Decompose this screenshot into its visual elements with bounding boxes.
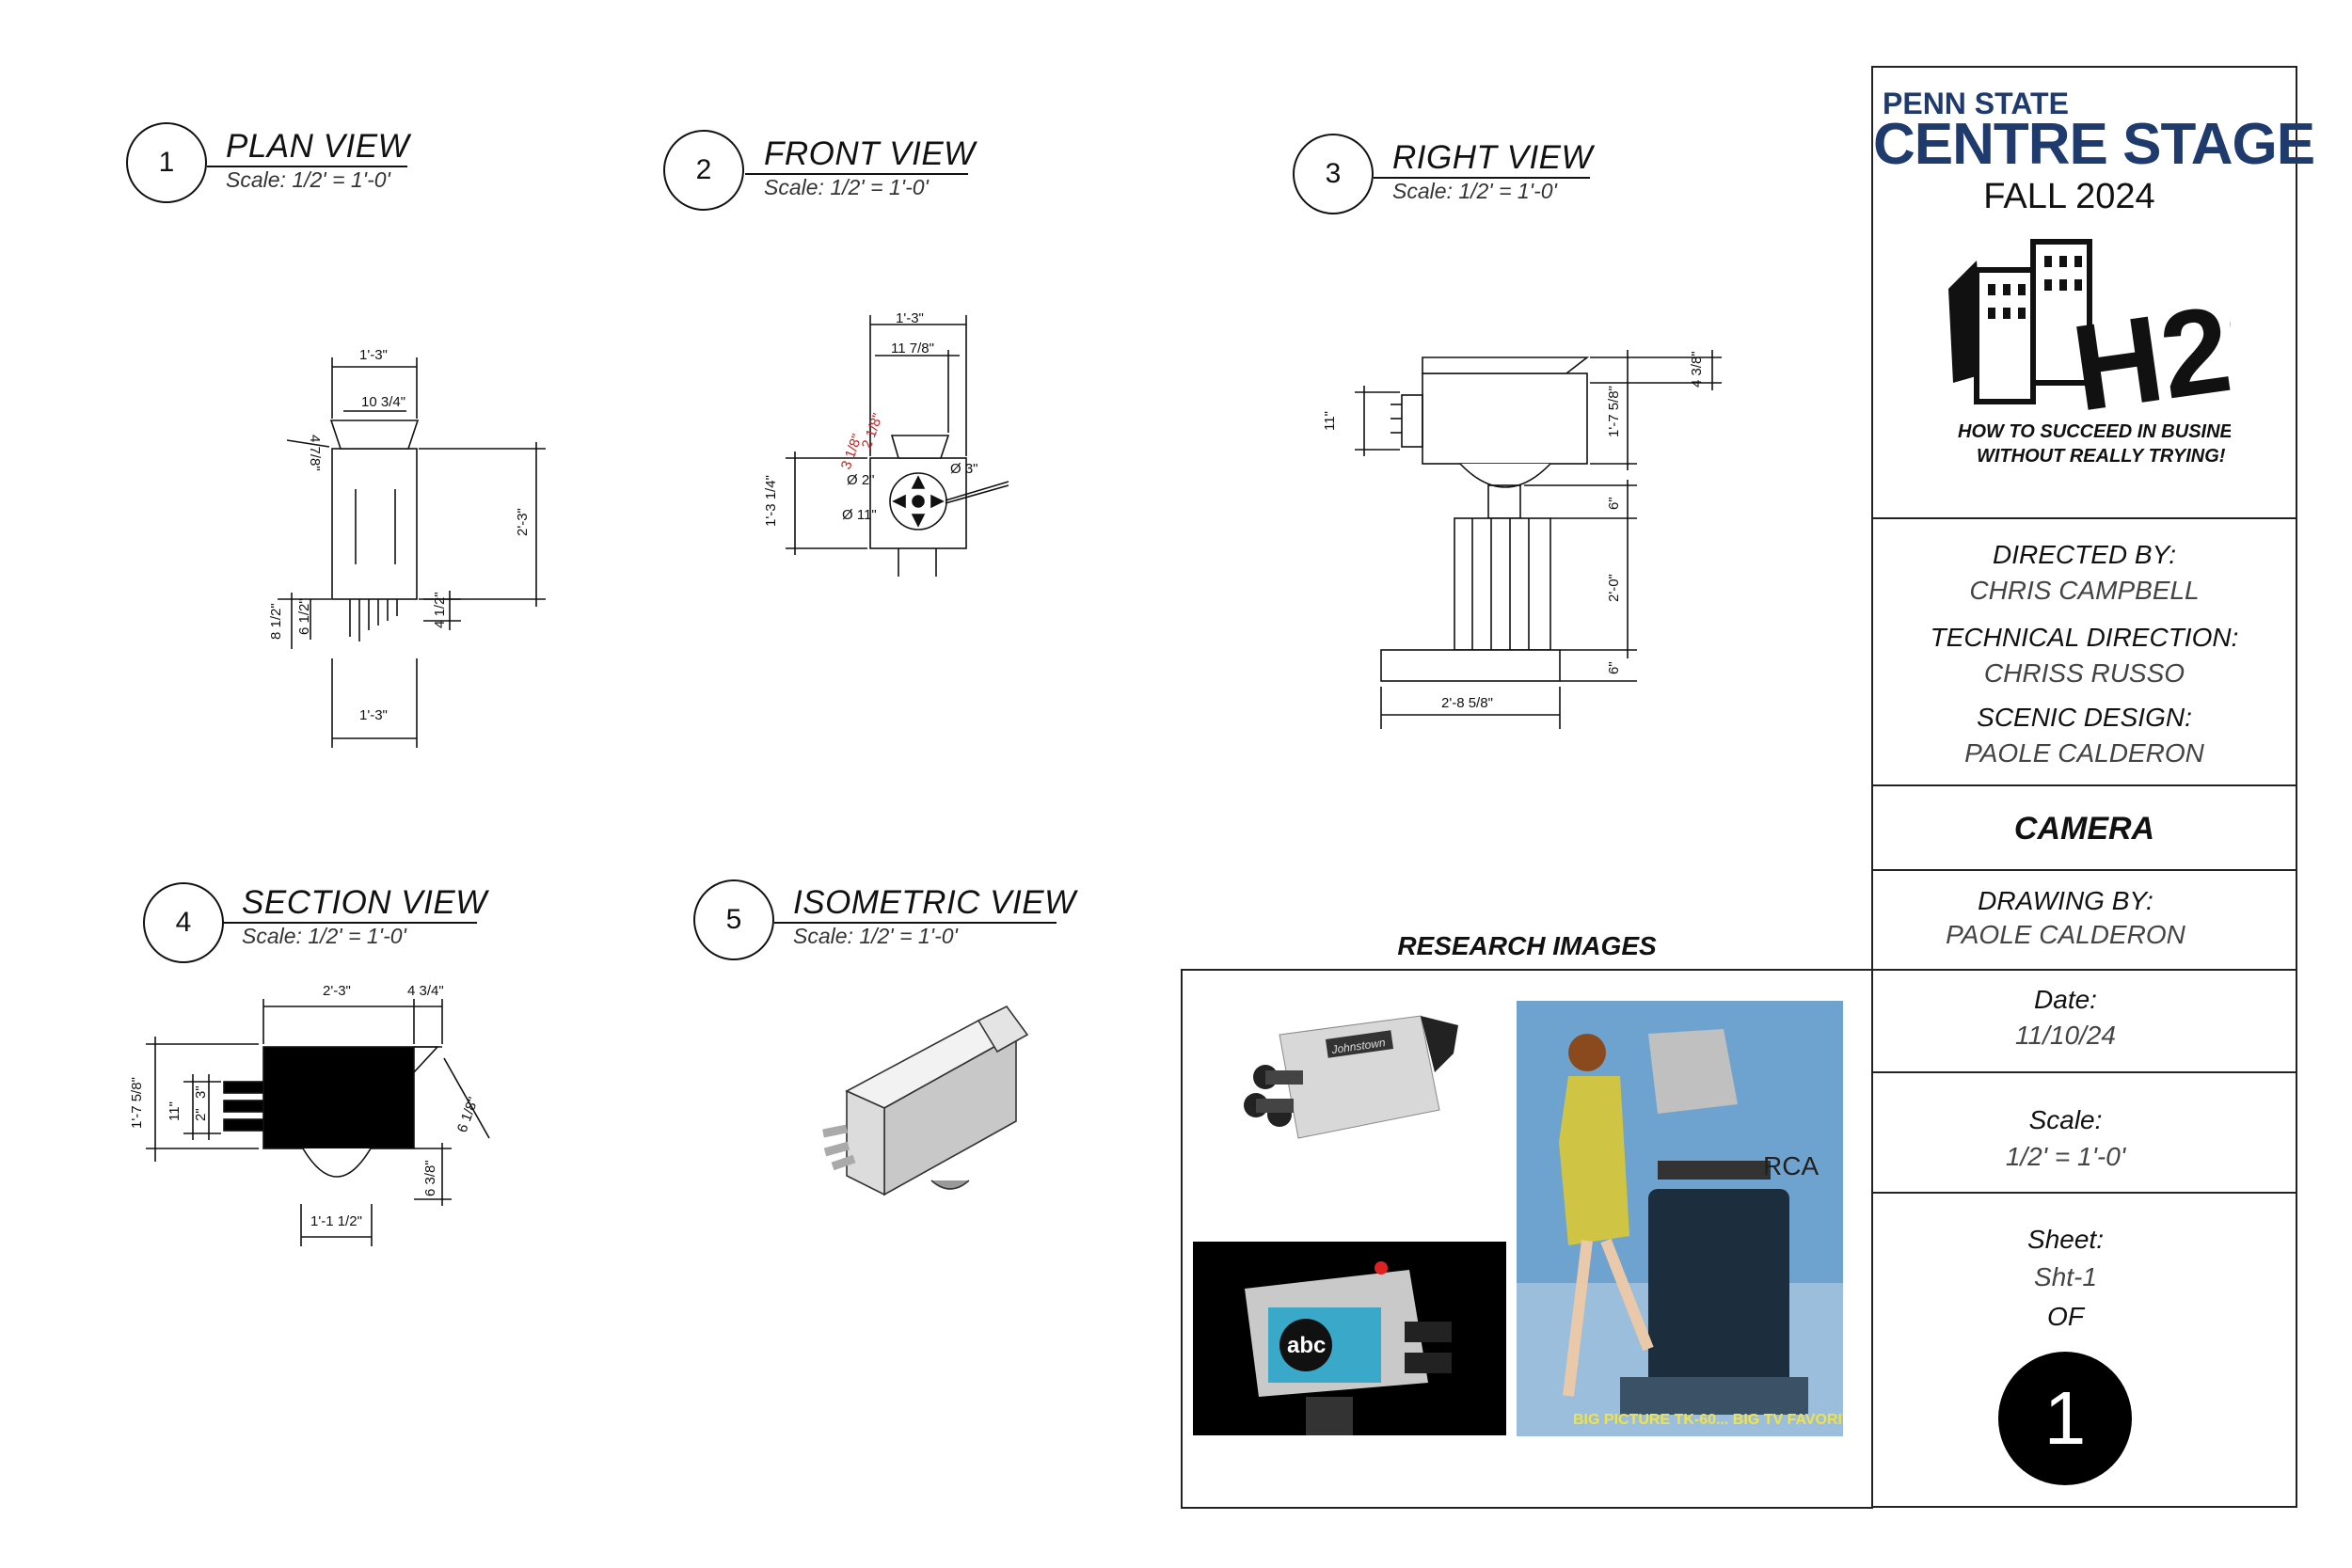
dim-label: 6 3/8" <box>422 1160 438 1196</box>
dim-label: 2'-0" <box>1606 574 1622 602</box>
poster-caption: BIG PICTURE TK-60... BIG TV FAVORITE! <box>1573 1412 1843 1428</box>
plan-view-drawing <box>278 357 546 748</box>
view-title: RIGHT VIEW <box>1392 139 1594 176</box>
season: FALL 2024 <box>1983 177 2155 216</box>
divider <box>1873 784 2296 786</box>
dim-label: 11" <box>1322 411 1338 431</box>
logo-subtitle-2: WITHOUT REALLY TRYING! <box>1977 446 2226 467</box>
dim-label: 4 1/2" <box>432 592 448 628</box>
dim-label: 6 1/8" <box>454 1095 482 1134</box>
drawing-by-label: DRAWING BY: <box>1978 886 2153 915</box>
dim-label: 6 1/2" <box>296 598 312 635</box>
dim-label: 4 3/8" <box>1689 351 1705 388</box>
right-view-drawing <box>1355 350 1722 729</box>
front-view-drawing <box>786 315 1009 577</box>
view-title: ISOMETRIC VIEW <box>793 884 1076 921</box>
divider <box>1873 1071 2296 1073</box>
of-label: OF <box>2047 1302 2084 1331</box>
isometric-view-drawing <box>822 1005 1029 1196</box>
sheet-label: Sheet: <box>2027 1225 2104 1254</box>
right-view-dims: 11" 4 3/8" 1'-7 5/8" 6" 2'-0" 6" 2'-8 5/… <box>1322 351 1705 711</box>
title-underline <box>207 166 407 167</box>
view-scale: Scale: 1/2' = 1'-0' <box>1392 179 1557 203</box>
section-view-drawing <box>146 999 490 1246</box>
org-main: CENTRE STAGE <box>1873 112 2315 177</box>
dim-label: 2" <box>193 1108 209 1121</box>
divider <box>1873 1192 2296 1194</box>
tech-value: CHRISS RUSSO <box>1983 658 2185 688</box>
scale-label: Scale: <box>2028 1105 2103 1134</box>
view-scale: Scale: 1/2' = 1'-0' <box>226 167 390 192</box>
title-underline <box>1374 177 1590 179</box>
dim-label: 11" <box>167 1101 183 1121</box>
scenic-label: SCENIC DESIGN: <box>1977 703 2192 732</box>
research-photo-abc-camera: abc <box>1193 1242 1506 1435</box>
view-title: FRONT VIEW <box>764 135 976 172</box>
dim-label: 4 3/4" <box>407 983 444 999</box>
view-scale: Scale: 1/2' = 1'-0' <box>242 924 406 948</box>
dim-label: 6" <box>1606 661 1622 674</box>
abc-logo: abc <box>1287 1333 1326 1358</box>
logo-subtitle-1: HOW TO SUCCEED IN BUSINESS <box>1958 421 2231 442</box>
poster-brand: RCA <box>1763 1151 1819 1180</box>
title-underline <box>223 922 477 924</box>
view-scale: Scale: 1/2' = 1'-0' <box>764 175 929 199</box>
tech-label: TECHNICAL DIRECTION: <box>1930 623 2239 652</box>
dim-label: 3" <box>193 1085 209 1099</box>
dim-label: 8 1/2" <box>268 603 284 640</box>
view-number: 1 <box>126 122 207 203</box>
view-title: SECTION VIEW <box>242 884 487 921</box>
research-title: RESEARCH IMAGES <box>1397 931 1657 960</box>
dim-label: 1'-3" <box>359 347 388 363</box>
view-number: 5 <box>693 879 774 960</box>
show-logo: H2$ HOW TO SUCCEED IN BUSINESS WITHOUT R… <box>1939 232 2306 477</box>
dim-label: 2'-8 5/8" <box>1441 695 1493 711</box>
directed-label: DIRECTED BY: <box>1993 540 2176 569</box>
view-scale: Scale: 1/2' = 1'-0' <box>793 924 958 948</box>
title-underline <box>745 173 968 175</box>
title-underline <box>774 922 1057 924</box>
title-block: PENN STATE CENTRE STAGE FALL 2024 H2$ HO… <box>1871 66 2315 1508</box>
sheet-value: Sht-1 <box>2034 1262 2097 1291</box>
view-number: 2 <box>663 130 744 211</box>
dim-label: 6" <box>1606 497 1622 510</box>
dim-label: 1'-3 1/4" <box>763 475 779 527</box>
divider <box>1873 969 2296 971</box>
view-number: 3 <box>1293 134 1374 214</box>
dim-label: 2'-3" <box>323 983 351 999</box>
dim-label: 2'-3" <box>515 508 531 536</box>
org-top: PENN STATE <box>1883 87 2069 120</box>
dim-label: 1'-3" <box>359 707 388 723</box>
drawing-title: CAMERA <box>2013 811 2155 847</box>
divider <box>1873 517 2296 519</box>
drawing-by-value: PAOLE CALDERON <box>1946 920 2185 949</box>
dim-label: 1'-7 5/8" <box>129 1077 145 1129</box>
scale-value: 1/2' = 1'-0' <box>2005 1142 2126 1171</box>
dim-label: Ø 2" <box>847 472 875 488</box>
divider <box>1873 869 2296 871</box>
research-photo-rca-poster: RCA BIG PICTURE TK-60... BIG TV FAVORITE… <box>1517 1001 1843 1436</box>
dim-label: 1'-3" <box>896 310 924 326</box>
research-photo-camera: Johnstown <box>1214 997 1477 1185</box>
date-label: Date: <box>2034 985 2097 1014</box>
dim-label: Ø 11" <box>842 507 877 523</box>
dim-label: 10 3/4" <box>361 394 405 410</box>
sheet-total-badge: 1 <box>1998 1352 2132 1485</box>
scenic-value: PAOLE CALDERON <box>1964 738 2204 768</box>
view-title: PLAN VIEW <box>226 128 410 165</box>
plan-view-dims: 1'-3" 10 3/4" 4 7/8" 2'-3" 8 1/2" 6 1/2"… <box>268 347 531 723</box>
dim-label: 11 7/8" <box>891 341 934 356</box>
date-value: 11/10/24 <box>2015 1021 2116 1050</box>
dim-label: 4 7/8" <box>307 435 323 471</box>
dim-label: Ø 3" <box>950 461 978 477</box>
dim-label: 1'-1 1/2" <box>310 1213 362 1229</box>
dim-label: 1'-7 5/8" <box>1606 386 1622 437</box>
directed-value: CHRIS CAMPBELL <box>1969 576 2200 605</box>
dim-label-red: 2 1/8" <box>859 411 886 451</box>
